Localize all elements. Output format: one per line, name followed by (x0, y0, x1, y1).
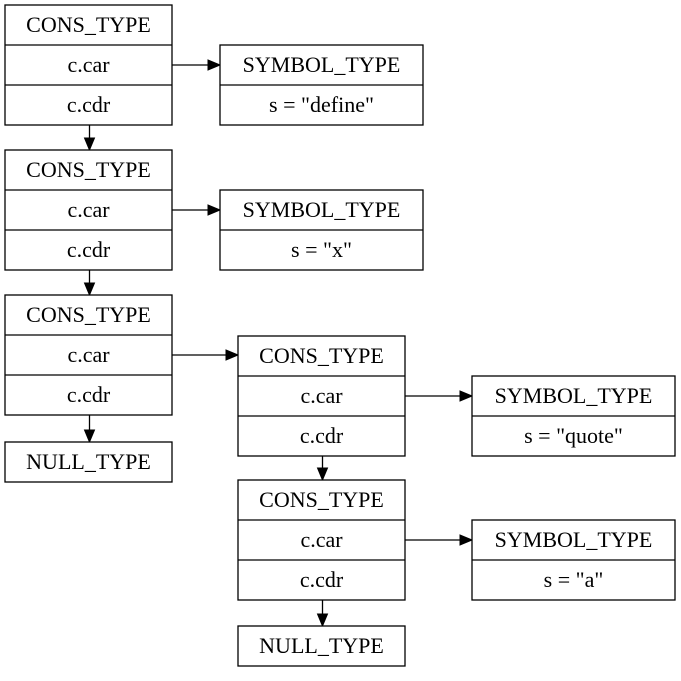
field-label-c-car: c.car (67, 342, 110, 367)
node-box (4, 441, 173, 483)
field-label-c-cdr: c.cdr (67, 382, 111, 407)
edge-cons3-c-car-to-cons4 (172, 349, 240, 361)
field-label-cons-type: CONS_TYPE (26, 157, 151, 182)
field-label-c-car: c.car (67, 52, 110, 77)
arrowhead (207, 204, 222, 216)
field-label-c-car: c.car (300, 527, 343, 552)
field-label-null-type: NULL_TYPE (259, 633, 384, 658)
arrowhead (207, 59, 222, 71)
node-box (237, 625, 406, 667)
arrowhead (83, 137, 96, 152)
edge-cons1-c-car-to-sym-define (172, 59, 222, 71)
field-label-symbol-type: SYMBOL_TYPE (495, 383, 653, 408)
field-label-c-cdr: c.cdr (300, 567, 344, 592)
node-null1: NULL_TYPE (4, 441, 173, 483)
field-label-s-a: s = "a" (544, 567, 604, 592)
field-label-symbol-type: SYMBOL_TYPE (495, 527, 653, 552)
edge-cons4-c-car-to-sym-quote (405, 390, 474, 402)
arrowhead (459, 390, 474, 402)
field-label-cons-type: CONS_TYPE (26, 12, 151, 37)
node-cons3: CONS_TYPE c.car c.cdr (4, 294, 173, 416)
field-label-null-type: NULL_TYPE (26, 449, 151, 474)
node-cons2: CONS_TYPE c.car c.cdr (4, 149, 173, 271)
field-label-s-define: s = "define" (269, 92, 374, 117)
node-cons5: CONS_TYPE c.car c.cdr (237, 479, 406, 601)
node-box (237, 479, 406, 601)
edge-cons5-c-cdr-to-null2 (316, 600, 329, 628)
node-box (4, 294, 173, 416)
arrowhead (83, 429, 96, 444)
edge-cons3-c-cdr-to-null1 (83, 415, 96, 444)
field-label-cons-type: CONS_TYPE (259, 487, 384, 512)
arrowhead (83, 282, 96, 297)
edge-cons2-c-cdr-to-cons3 (83, 270, 96, 297)
node-box (4, 149, 173, 271)
field-label-s-x: s = "x" (291, 237, 352, 262)
field-label-cons-type: CONS_TYPE (259, 343, 384, 368)
field-label-symbol-type: SYMBOL_TYPE (243, 197, 401, 222)
field-label-c-cdr: c.cdr (300, 423, 344, 448)
edge-cons4-c-cdr-to-cons5 (316, 456, 329, 482)
field-label-c-car: c.car (67, 197, 110, 222)
edge-cons1-c-cdr-to-cons2 (83, 125, 96, 152)
arrowhead (225, 349, 240, 361)
field-label-cons-type: CONS_TYPE (26, 302, 151, 327)
field-label-c-car: c.car (300, 383, 343, 408)
field-label-s-quote: s = "quote" (524, 423, 623, 448)
edge-cons2-c-car-to-sym-x (172, 204, 222, 216)
edge-cons5-c-car-to-sym-a (405, 534, 474, 546)
arrowhead (316, 613, 329, 628)
edges-layer (83, 59, 474, 628)
field-label-symbol-type: SYMBOL_TYPE (243, 52, 401, 77)
node-null2: NULL_TYPE (237, 625, 406, 667)
arrowhead (316, 467, 329, 482)
node-box (4, 4, 173, 126)
field-label-c-cdr: c.cdr (67, 237, 111, 262)
node-cons4: CONS_TYPE c.car c.cdr (237, 335, 406, 457)
node-box (237, 335, 406, 457)
field-label-c-cdr: c.cdr (67, 92, 111, 117)
arrowhead (459, 534, 474, 546)
node-cons1: CONS_TYPE c.car c.cdr (4, 4, 173, 126)
